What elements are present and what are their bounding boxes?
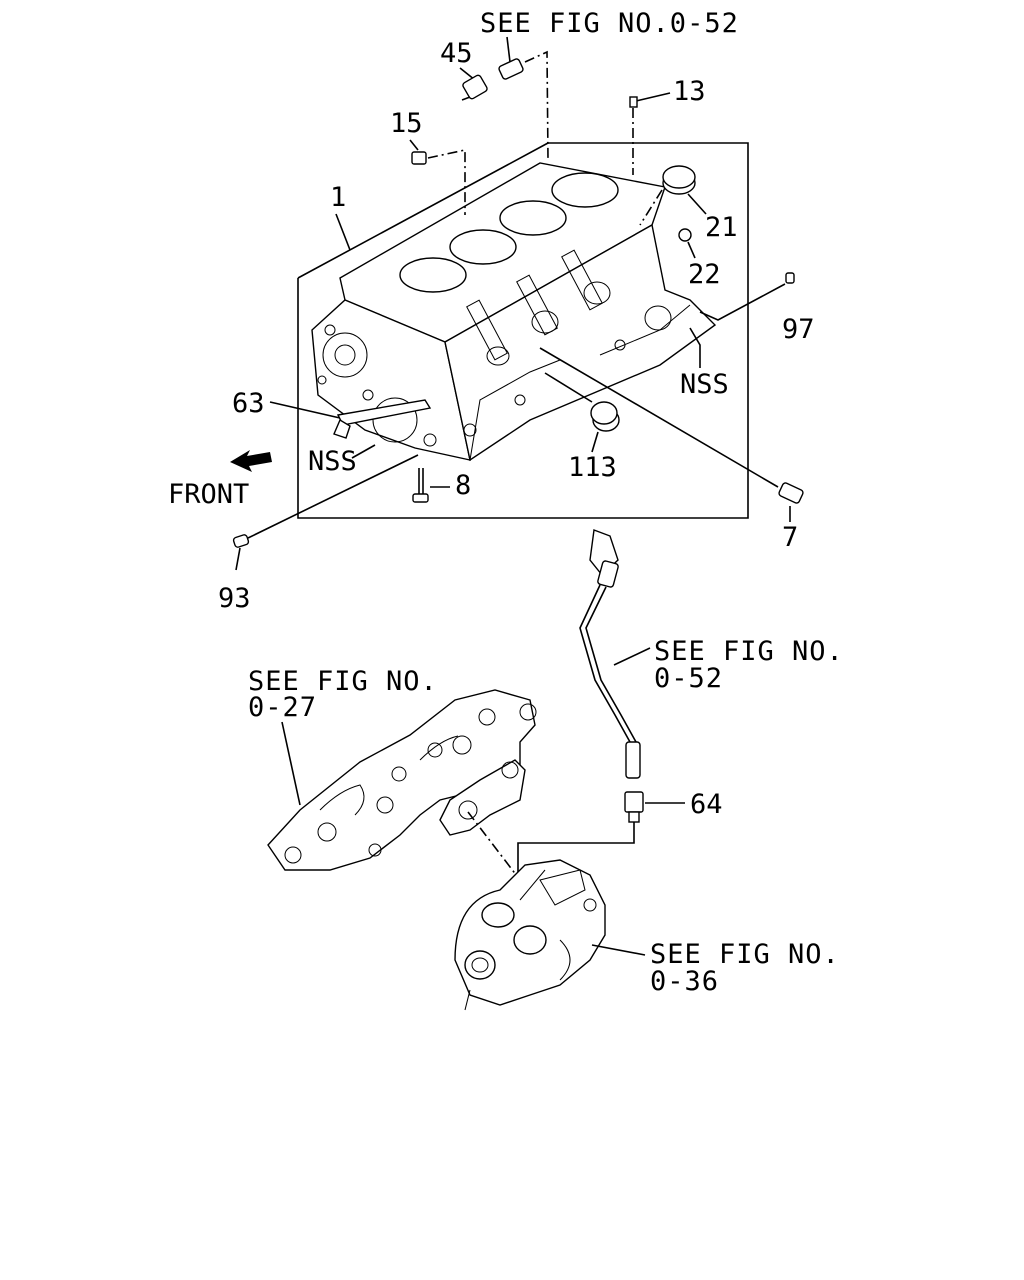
callout-22: 22 <box>688 259 721 290</box>
part-21-cap <box>662 165 696 195</box>
cylinder-block <box>311 162 717 462</box>
manifold-flange <box>439 759 526 836</box>
oil-pipe-group: SEE FIG NO. 0-52 64 <box>517 529 844 905</box>
callout-45: 45 <box>440 38 473 69</box>
exhaust-manifold <box>267 689 537 871</box>
reference-bottom-line2: 0-36 <box>650 966 719 997</box>
part-8-bolt <box>412 468 429 503</box>
exhaust-manifold-group: SEE FIG NO. 0-27 <box>248 666 537 881</box>
part-63-tube <box>333 399 432 439</box>
reference-mid-line2: 0-52 <box>654 663 723 694</box>
reference-top: SEE FIG NO.0-52 <box>480 8 739 39</box>
callout-7: 7 <box>782 522 798 553</box>
part-7-bolt <box>778 482 804 504</box>
turbocharger <box>454 859 606 1011</box>
reference-left-line1: SEE FIG NO. <box>248 666 438 697</box>
callout-15: 15 <box>390 108 423 139</box>
pipe-fitting-top <box>589 529 619 588</box>
reference-mid-line1: SEE FIG NO. <box>654 636 844 667</box>
reference-bottom-line1: SEE FIG NO. <box>650 939 840 970</box>
part-113-seal <box>590 401 620 432</box>
callout-93: 93 <box>218 583 251 614</box>
callout-63: 63 <box>232 388 265 419</box>
callout-nss-left: NSS <box>308 446 357 477</box>
front-arrow-icon <box>230 450 272 472</box>
part-15-plug <box>411 151 427 165</box>
part-45-sensor <box>461 74 488 101</box>
part-connector <box>498 58 524 80</box>
part-93-dowel <box>232 534 250 548</box>
turbocharger-group: SEE FIG NO. 0-36 <box>454 859 840 1011</box>
cylinder-block-group: 1 45 13 15 21 <box>168 36 815 614</box>
front-label: FRONT <box>168 479 249 510</box>
callout-13: 13 <box>673 76 706 107</box>
callout-64: 64 <box>690 789 723 820</box>
callout-113: 113 <box>568 452 617 483</box>
callout-1: 1 <box>330 182 346 213</box>
callout-8: 8 <box>455 470 471 501</box>
reference-left-line2: 0-27 <box>248 692 317 723</box>
callout-21: 21 <box>705 212 738 243</box>
callout-nss-right: NSS <box>680 369 729 400</box>
callout-97: 97 <box>782 314 815 345</box>
part-64-fitting <box>624 791 644 823</box>
